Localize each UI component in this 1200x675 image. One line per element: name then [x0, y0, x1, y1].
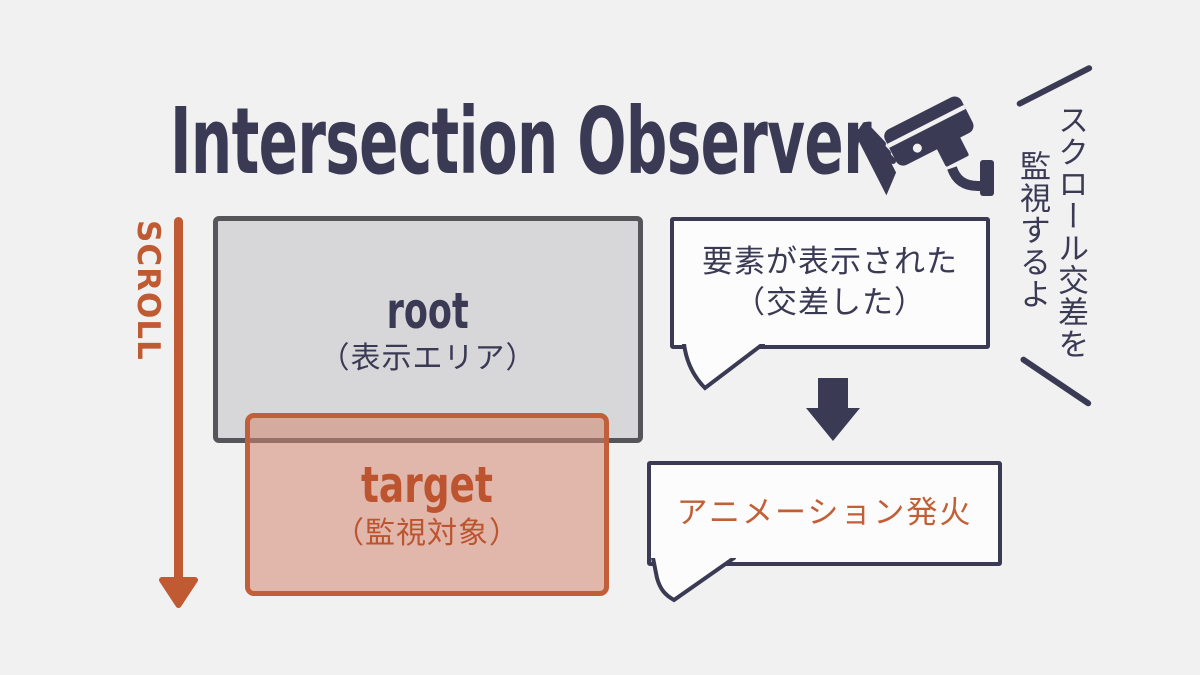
scroll-label: SCROLL: [130, 220, 166, 361]
event-bubble: 要素が表示された （交差した）: [670, 217, 990, 349]
page-title: Intersection Observer: [170, 88, 872, 195]
target-box: target （監視対象）: [245, 413, 609, 596]
camera-caption-column2: 監視するよ: [1014, 150, 1050, 310]
scroll-down-arrow-icon: [159, 217, 198, 608]
target-label: target: [361, 456, 493, 514]
caption-slash-top: [1015, 64, 1094, 108]
result-bubble-tail-icon: [651, 558, 736, 603]
security-camera-icon: [858, 96, 994, 196]
root-label: root: [386, 281, 470, 340]
camera-caption-column1: スクロール交差を: [1052, 104, 1088, 360]
caption-slash-bottom: [1019, 355, 1093, 408]
event-bubble-tail-icon: [682, 344, 765, 391]
root-box: root （表示エリア）: [213, 216, 643, 443]
root-sublabel: （表示エリア）: [319, 340, 537, 376]
event-bubble-line2: （交差した）: [734, 285, 926, 321]
result-bubble-text: アニメーション発火: [676, 495, 973, 531]
event-bubble-line1: 要素が表示された: [702, 244, 958, 280]
target-sublabel: （監視対象）: [334, 516, 520, 551]
down-arrow-icon: [806, 378, 860, 441]
result-bubble: アニメーション発火: [647, 461, 1002, 566]
